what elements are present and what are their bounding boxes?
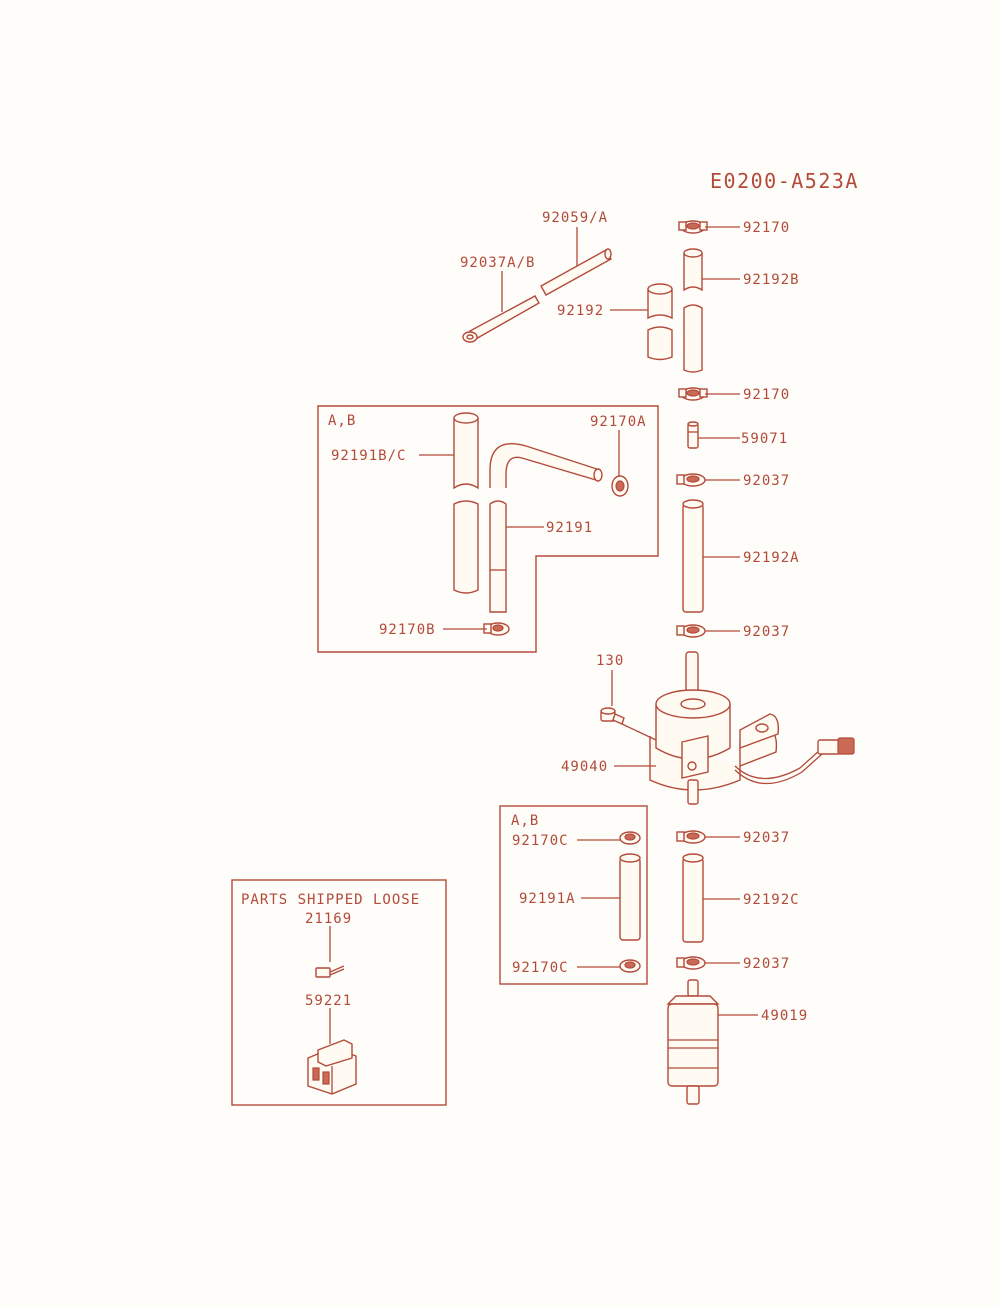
label-92191: 92191 bbox=[546, 520, 593, 536]
label-92037-c: 92037 bbox=[743, 830, 790, 846]
label-group-a-b-lower: A,B bbox=[511, 813, 539, 829]
label-92191a: 92191A bbox=[519, 891, 576, 907]
label-21169: 21169 bbox=[305, 911, 352, 927]
group-box-a-b-lower bbox=[499, 805, 648, 985]
label-92191b-c: 92191B/C bbox=[331, 448, 406, 464]
label-92170-top: 92170 bbox=[743, 220, 790, 236]
fuel-pump-49040 bbox=[649, 651, 855, 805]
label-49040: 49040 bbox=[561, 759, 608, 775]
label-92192: 92192 bbox=[557, 303, 604, 319]
clamp-92037-c bbox=[676, 830, 706, 844]
label-92192b: 92192B bbox=[743, 272, 800, 288]
fuel-filter-49019 bbox=[666, 979, 720, 1105]
label-59071: 59071 bbox=[741, 431, 788, 447]
label-49019: 49019 bbox=[761, 1008, 808, 1024]
clamp-92170-top bbox=[678, 220, 708, 234]
hose-92192a bbox=[682, 499, 704, 613]
label-92037a-b: 92037A/B bbox=[460, 255, 535, 271]
label-92192c: 92192C bbox=[743, 892, 800, 908]
terminal-21169 bbox=[315, 965, 345, 978]
clamp-92170-mid bbox=[678, 387, 708, 401]
label-parts-shipped-loose: PARTS SHIPPED LOOSE bbox=[241, 892, 420, 908]
leader-lines bbox=[329, 226, 758, 1044]
clamp-92037-a bbox=[676, 473, 706, 487]
hose-92192 bbox=[647, 283, 673, 361]
connector-59221 bbox=[307, 1039, 357, 1095]
label-92170a: 92170A bbox=[590, 414, 647, 430]
label-92037-d: 92037 bbox=[743, 956, 790, 972]
tube-92059-a bbox=[540, 248, 612, 296]
hose-92192c bbox=[682, 853, 704, 943]
hose-92192b bbox=[683, 248, 703, 373]
label-group-a-b: A,B bbox=[328, 413, 356, 429]
group-box-a-b bbox=[317, 405, 659, 653]
joint-59071 bbox=[687, 421, 699, 449]
label-92037-b: 92037 bbox=[743, 624, 790, 640]
label-92192a: 92192A bbox=[743, 550, 800, 566]
rod-92037a-b bbox=[462, 295, 540, 343]
label-92037-a: 92037 bbox=[743, 473, 790, 489]
label-92170c-bottom: 92170C bbox=[512, 960, 569, 976]
clamp-92037-d bbox=[676, 956, 706, 970]
label-59221: 59221 bbox=[305, 993, 352, 1009]
bolt-130 bbox=[600, 707, 625, 725]
label-92170-mid: 92170 bbox=[743, 387, 790, 403]
label-92170b: 92170B bbox=[379, 622, 436, 638]
clamp-92037-b bbox=[676, 624, 706, 638]
diagram-code: E0200-A523A bbox=[710, 169, 859, 193]
label-130: 130 bbox=[596, 653, 624, 669]
parts-shipped-loose-box bbox=[231, 879, 447, 1106]
label-92170c-top: 92170C bbox=[512, 833, 569, 849]
label-92059-a: 92059/A bbox=[542, 210, 608, 226]
